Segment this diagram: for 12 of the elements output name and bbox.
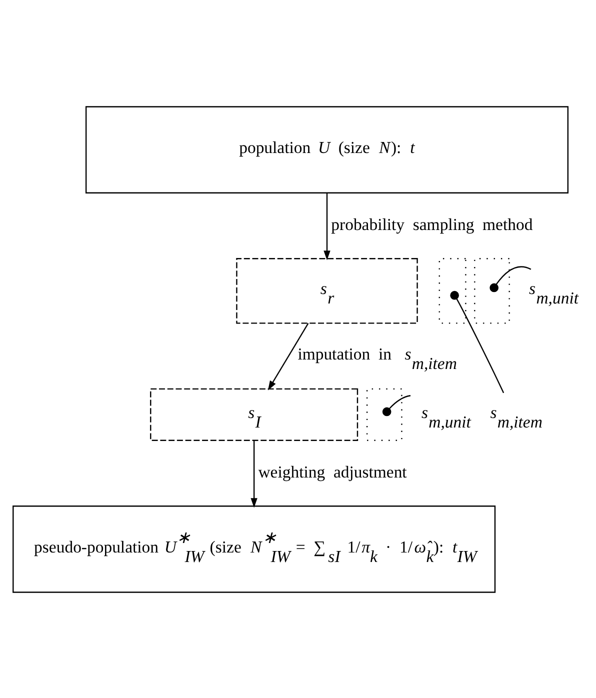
node-box [474, 258, 510, 324]
edge-label: weighting adjustment [258, 462, 407, 482]
arrow [324, 192, 330, 260]
node-box [438, 258, 466, 324]
connector [490, 266, 532, 292]
connector [450, 290, 504, 393]
node-box: population U (size N): t [85, 106, 569, 193]
arrow [268, 322, 309, 390]
connector [382, 394, 411, 416]
node-box [366, 388, 402, 440]
edge-label: probability sampling method [331, 214, 533, 234]
arrow [250, 440, 258, 508]
